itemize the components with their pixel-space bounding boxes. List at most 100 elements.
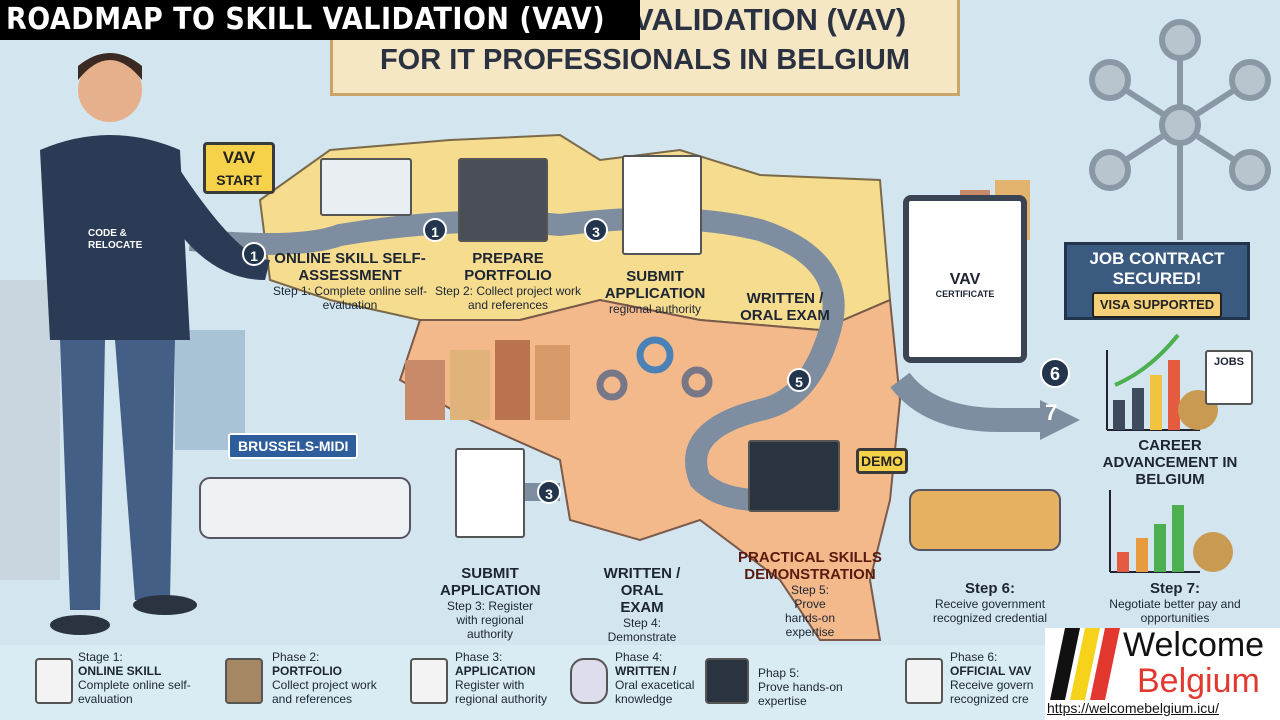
summary-title: APPLICATION	[455, 664, 536, 678]
certificate-icon	[905, 658, 943, 704]
summary-title: WRITTEN /	[615, 664, 677, 678]
database-icon	[570, 658, 608, 704]
step-title: Step 6:	[964, 580, 1015, 597]
job-banner-title: JOB CONTRACT SECURED!	[1089, 249, 1225, 288]
banner-line2: FOR IT PROFESSIONALS IN BELGIUM	[379, 44, 911, 76]
summary-desc: Complete online self-evaluation	[78, 678, 191, 706]
summary-head: Phase 3:	[455, 650, 503, 664]
summary-desc: Register with regional authority	[455, 678, 548, 706]
step-title: ONLINE SKILL SELF-ASSESSMENT	[274, 250, 426, 284]
atomium-icon	[1089, 19, 1271, 240]
summary-title: ONLINE SKILL	[78, 664, 162, 678]
step-title: SUBMIT APPLICATION	[604, 268, 706, 302]
step-desc: Step 2: Collect project work and referen…	[434, 284, 582, 312]
step-title: WRITTEN / ORAL EXAM	[740, 290, 830, 324]
building	[175, 330, 245, 450]
step-desc: Step 3: Register with regional authority	[446, 599, 534, 641]
step-desc: Receive government recognized credential	[932, 597, 1048, 625]
welcome-belgium-logo: Welcome Belgium https://welcomebelgium.i…	[1045, 626, 1280, 720]
jobs-card: JOBS	[1205, 350, 1253, 405]
step-prepare-portfolio: PREPARE PORTFOLIO Step 2: Collect projec…	[428, 250, 588, 312]
road	[890, 372, 1040, 432]
step-3-application: SUBMIT APPLICATION Step 3: Register with…	[420, 565, 560, 641]
pay-chart	[1109, 490, 1233, 573]
step-submit-application: SUBMIT APPLICATION regional authority	[590, 268, 720, 316]
laptop-icon	[320, 158, 412, 216]
step-desc: Negotiate better pay and opportunities	[1109, 597, 1241, 625]
clipboard-icon	[410, 658, 448, 704]
overlay-title: ROADMAP TO SKILL VALIDATION (VAV)	[0, 0, 640, 40]
summary-desc: Prove hands-on expertise	[758, 680, 843, 708]
summary-item: Phase 4:WRITTEN /Oral exacetical knowled…	[615, 650, 715, 706]
step-desc: Step 1: Complete online self-evaluation	[272, 284, 428, 312]
summary-desc: Receive govern recognized cre	[950, 678, 1034, 706]
logo-line1: Welcome	[1123, 626, 1265, 664]
summary-item: Phap 5:Prove hands-on expertise	[758, 666, 858, 708]
certificate-subtitle: CERTIFICATE	[935, 289, 995, 299]
career-chart	[1106, 333, 1218, 431]
step-title: PREPARE PORTFOLIO	[464, 250, 552, 284]
route-number: 7	[1045, 400, 1058, 425]
gears-icon	[596, 336, 713, 401]
tram	[909, 489, 1061, 551]
belgian-flag-icon	[1050, 628, 1120, 700]
application-document-icon	[622, 155, 702, 255]
route-number: 6	[1040, 358, 1070, 388]
summary-title: OFFICIAL VAV	[950, 664, 1032, 678]
monitor-icon	[705, 658, 749, 704]
briefcase-icon	[458, 158, 548, 242]
career-advancement: CAREER ADVANCEMENT IN BELGIUM	[1075, 437, 1265, 488]
summary-head: Phase 4:	[615, 650, 663, 664]
step-online-assessment: ONLINE SKILL SELF-ASSESSMENT Step 1: Com…	[255, 250, 445, 312]
route-number: 1	[423, 218, 447, 242]
folder-icon	[225, 658, 263, 704]
summary-desc: Collect project work and references	[272, 678, 377, 706]
start-sign-line2: START	[216, 172, 262, 188]
laptop-checklist-icon	[35, 658, 73, 704]
demo-sign: DEMO	[856, 448, 908, 474]
hoodie-logo: CODE & RELOCATE	[88, 228, 143, 251]
step-5-practical: PRACTICAL SKILLS DEMONSTRATION Step 5: P…	[735, 549, 885, 639]
summary-head: Phap 5:	[758, 666, 800, 680]
step-title: SUBMIT APPLICATION	[440, 565, 541, 599]
tram	[199, 477, 411, 539]
summary-title: PORTFOLIO	[272, 664, 342, 678]
arrow-icon	[1040, 400, 1080, 440]
banner-line1: VALIDATION (VAV)	[633, 2, 907, 37]
start-sign-line1: VAV	[222, 148, 256, 167]
step-desc: regional authority	[608, 302, 702, 316]
station-sign: BRUSSELS-MIDI	[228, 433, 359, 459]
step-title: Step 7:	[1149, 580, 1200, 597]
step-desc: Step 5: Prove hands-on expertise	[784, 583, 836, 639]
step-title: CAREER ADVANCEMENT IN BELGIUM	[1102, 437, 1238, 488]
summary-desc: Oral exacetical knowledge	[615, 678, 695, 706]
computer-monitor-icon	[748, 440, 840, 512]
route-number: 5	[787, 368, 811, 392]
step-title: WRITTEN / ORAL EXAM	[603, 565, 681, 616]
logo-url-link[interactable]: https://welcomebelgium.icu/	[1045, 700, 1280, 720]
certificate-title: VAV	[949, 271, 981, 288]
job-contract-banner: JOB CONTRACT SECURED! VISA SUPPORTED	[1064, 242, 1250, 320]
step-7-negotiate: Step 7: Negotiate better pay and opportu…	[1100, 580, 1250, 625]
presenter-illustration	[40, 53, 270, 635]
summary-head: Phase 2:	[272, 650, 320, 664]
summary-head: Phase 6:	[950, 650, 998, 664]
route-number: 3	[584, 218, 608, 242]
step-written-exam: WRITTEN / ORAL EXAM	[735, 290, 835, 324]
route-number: 1	[242, 242, 266, 266]
step-6-credential: Step 6: Receive government recognized cr…	[915, 580, 1065, 625]
logo-line2: Belgium	[1137, 662, 1260, 700]
vav-start-sign: VAV START	[203, 142, 275, 194]
route-number: 3	[537, 480, 561, 504]
application-document-icon	[455, 448, 525, 538]
road	[189, 207, 845, 511]
houses	[405, 180, 1030, 420]
visa-badge: VISA SUPPORTED	[1091, 292, 1223, 318]
vav-certificate: VAV CERTIFICATE	[903, 195, 1027, 363]
step-title: PRACTICAL SKILLS DEMONSTRATION	[738, 549, 882, 583]
